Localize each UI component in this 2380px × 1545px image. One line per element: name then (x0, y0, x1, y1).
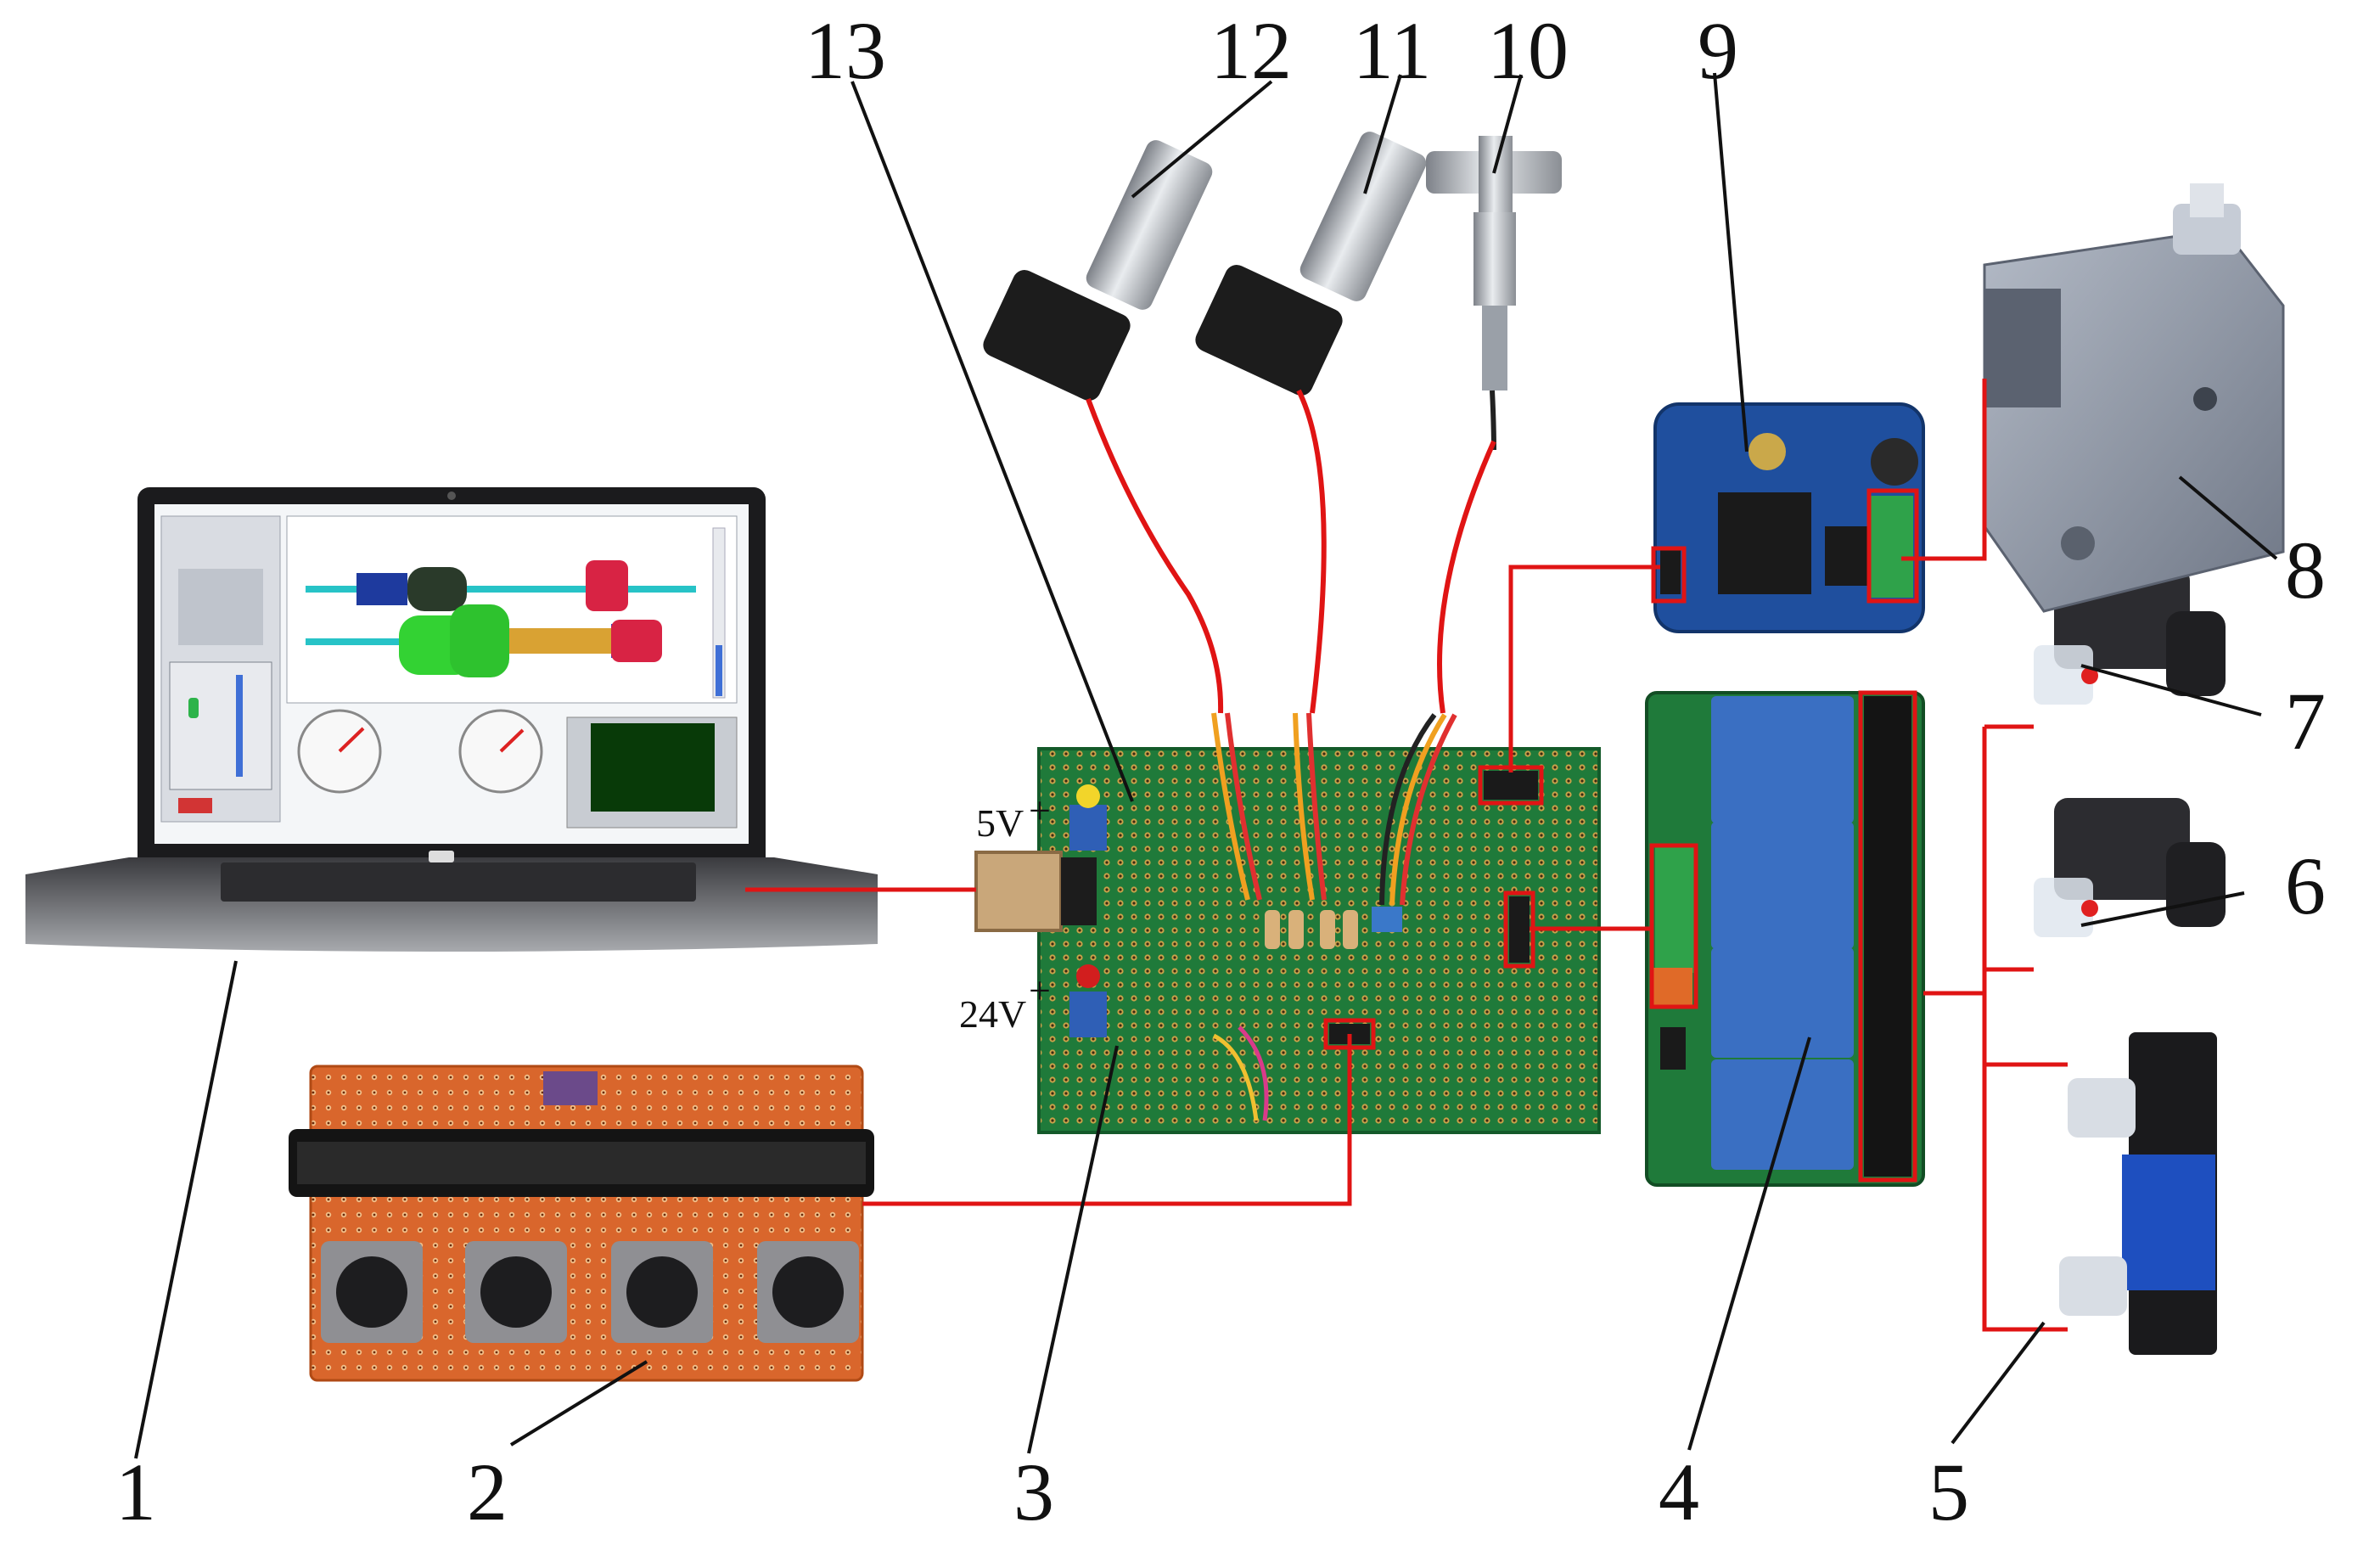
label-13: 13 (805, 5, 886, 96)
usb-b-port (974, 851, 1063, 932)
motor-driver-board-9 (1653, 402, 1925, 633)
label-6: 6 (2285, 840, 2326, 931)
plus-sign-5v: + (1029, 789, 1051, 832)
header-connector-right (1509, 896, 1530, 963)
label-24v: 24V (959, 992, 1026, 1036)
label-7: 7 (2285, 676, 2326, 767)
indicator-led-red (1076, 964, 1100, 988)
label-4: 4 (1659, 1447, 1699, 1537)
resistor-array (1265, 910, 1358, 949)
screw-terminal-block (1864, 696, 1911, 1177)
push-button (757, 1241, 859, 1343)
monitoring-software-window (160, 515, 738, 829)
pressure-sensor-11 (1195, 132, 1427, 714)
solenoid-valve-6 (2034, 798, 2226, 937)
label-10: 10 (1487, 5, 1569, 96)
terminal-5v (1069, 805, 1107, 851)
pressure-sensor-12 (983, 140, 1224, 714)
laptop-keyboard (221, 862, 696, 902)
laptop (25, 487, 878, 952)
webcam-icon (447, 492, 456, 500)
header-connector-top (1484, 771, 1538, 800)
push-button-board (289, 1065, 874, 1382)
label-3: 3 (1013, 1447, 1054, 1537)
leader-lines (134, 72, 2278, 1459)
push-button (465, 1241, 567, 1343)
plus-sign-24v: + (1029, 969, 1051, 1012)
label-9: 9 (1698, 5, 1738, 96)
terminal-24v (1069, 992, 1107, 1037)
label-8: 8 (2285, 525, 2326, 615)
variable-displacement-pump-8 (1983, 183, 2285, 613)
relay (1711, 696, 1854, 823)
label-2: 2 (467, 1447, 508, 1537)
windows-logo-icon (429, 851, 454, 862)
directional-valve-5 (2059, 1032, 2217, 1355)
label-5v: 5V (976, 801, 1024, 845)
relay (1711, 1059, 1854, 1170)
label-11: 11 (1353, 5, 1431, 96)
relay-module-board (1645, 691, 1925, 1187)
push-button (321, 1241, 423, 1343)
label-1: 1 (115, 1447, 156, 1537)
indicator-led-yellow (1076, 784, 1100, 808)
label-12: 12 (1210, 5, 1292, 96)
push-button (611, 1241, 713, 1343)
relay (1711, 947, 1854, 1058)
number-labels: 1 2 3 4 5 6 7 8 9 10 11 12 13 (115, 5, 2326, 1537)
flow-sensor-10 (1426, 136, 1562, 714)
relay (1711, 822, 1854, 949)
label-5: 5 (1928, 1447, 1969, 1537)
solenoid-valve-7 (2034, 567, 2226, 705)
